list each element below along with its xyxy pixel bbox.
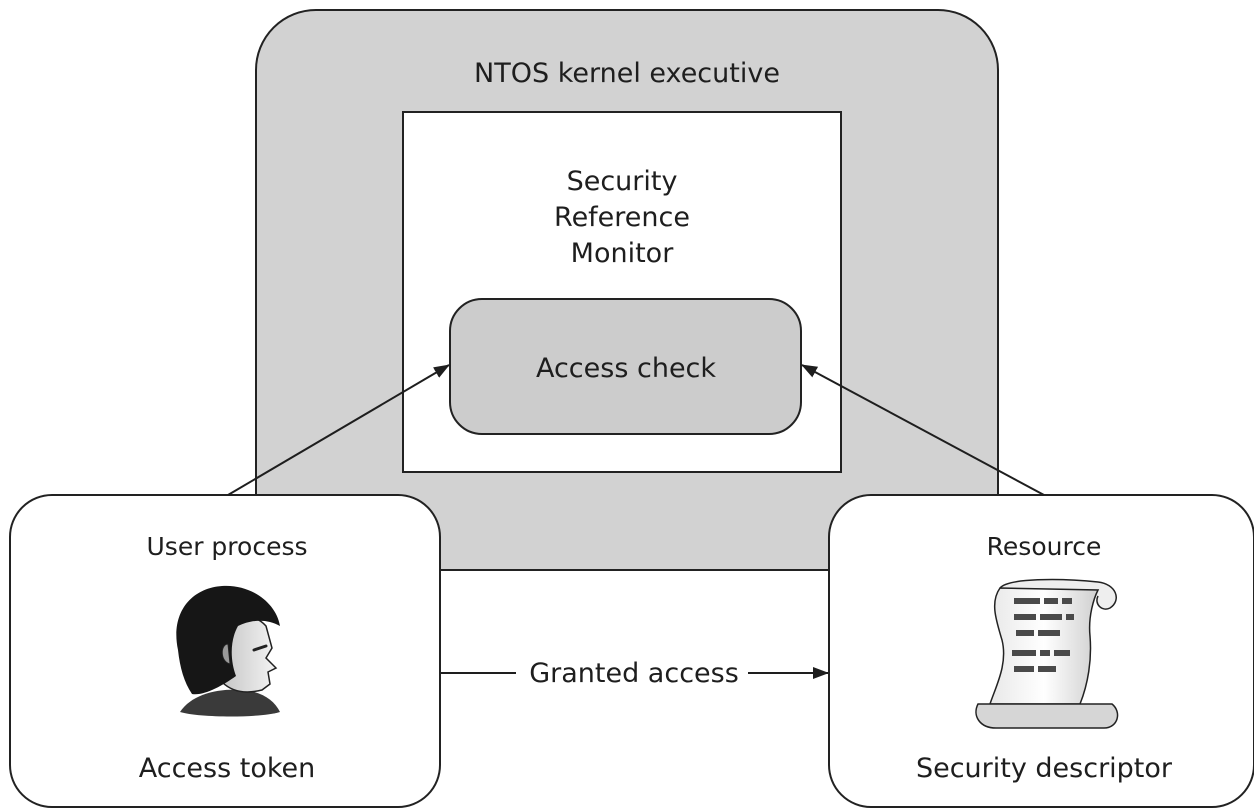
user-head-icon (176, 585, 280, 717)
security-descriptor-label: Security descriptor (916, 753, 1173, 784)
srm-title-line-2: Reference (554, 202, 690, 233)
user-process-title: User process (147, 532, 308, 561)
resource-box: Resource Security descriptor (828, 494, 1254, 808)
srm-title-line-3: Monitor (571, 238, 675, 269)
access-check-label: Access check (536, 353, 716, 384)
granted-access-label: Granted access (529, 658, 739, 689)
granted-access-arrow: Granted access (441, 658, 829, 689)
document-scroll-icon (975, 578, 1119, 729)
access-token-label: Access token (139, 753, 316, 784)
user-process-box: User process Access token (9, 494, 441, 808)
kernel-title: NTOS kernel executive (474, 58, 780, 89)
access-check-box: Access check (449, 298, 802, 435)
resource-title: Resource (987, 532, 1102, 561)
token-to-access-check-arrow (227, 364, 450, 496)
srm-title-line-1: Security (567, 166, 678, 197)
descriptor-to-access-check-arrow (801, 364, 1045, 496)
